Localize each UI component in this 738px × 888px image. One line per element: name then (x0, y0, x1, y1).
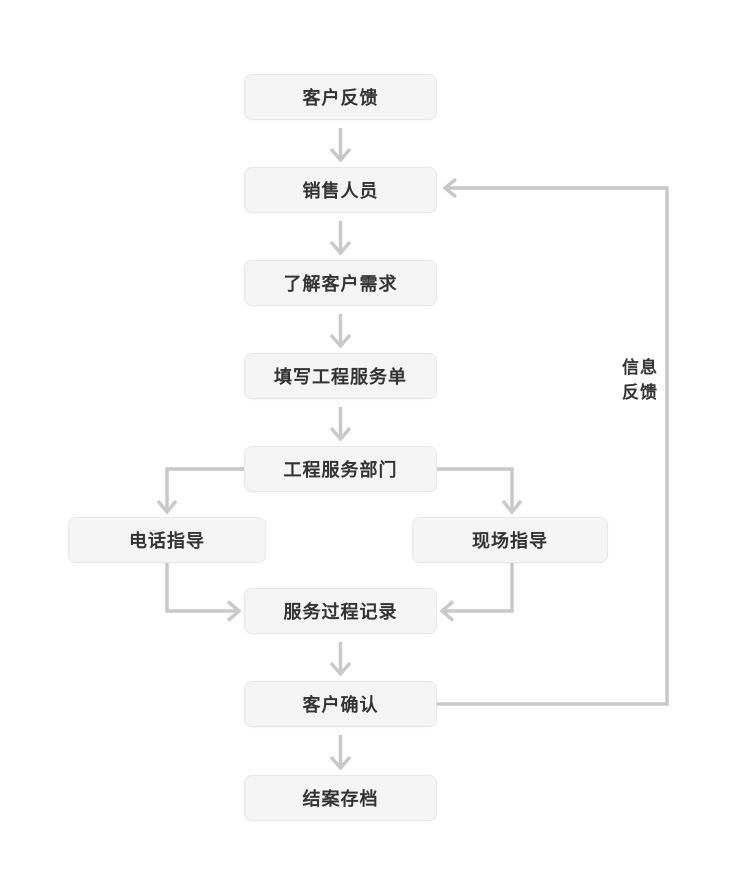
arrow-fill-form-to-engineering-dept (329, 407, 352, 442)
arrow-engineering-dept-to-onsite-guidance (437, 467, 523, 515)
arrow-customer-confirm-to-archive (329, 735, 352, 771)
arrow-engineering-dept-to-phone-guidance (156, 467, 244, 515)
arrow-understand-needs-to-fill-form (329, 314, 352, 349)
node-fill-engineering-service-form: 填写工程服务单 (244, 353, 437, 399)
arrow-feedback-customer-confirm-to-sales-person (437, 177, 669, 706)
node-onsite-guidance: 现场指导 (412, 517, 608, 563)
node-label: 客户反馈 (302, 88, 379, 108)
node-engineering-service-department: 工程服务部门 (244, 446, 437, 492)
node-label: 工程服务部门 (283, 460, 398, 480)
node-phone-guidance: 电话指导 (68, 517, 266, 563)
node-understand-customer-needs: 了解客户需求 (244, 260, 437, 306)
arrow-sales-person-to-understand-needs (329, 221, 352, 256)
node-label: 了解客户需求 (283, 274, 398, 294)
arrow-phone-guidance-to-service-record (165, 563, 242, 622)
node-label: 结案存档 (302, 789, 379, 809)
node-label: 销售人员 (302, 181, 379, 201)
node-label: 电话指导 (129, 531, 205, 551)
node-label: 现场指导 (472, 531, 548, 551)
node-customer-confirmation: 客户确认 (244, 681, 437, 727)
node-label: 填写工程服务单 (274, 367, 407, 387)
node-customer-feedback: 客户反馈 (244, 74, 437, 120)
arrow-onsite-guidance-to-service-record (439, 563, 514, 622)
node-sales-person: 销售人员 (244, 167, 437, 213)
arrow-service-record-to-customer-confirm (329, 642, 352, 677)
node-service-process-record: 服务过程记录 (244, 588, 437, 634)
arrow-customer-feedback-to-sales-person (329, 128, 352, 163)
node-label: 客户确认 (302, 695, 379, 715)
node-label: 服务过程记录 (283, 602, 398, 622)
node-close-case-archive: 结案存档 (244, 775, 437, 821)
feedback-loop-label: 信息反馈 (622, 358, 658, 402)
